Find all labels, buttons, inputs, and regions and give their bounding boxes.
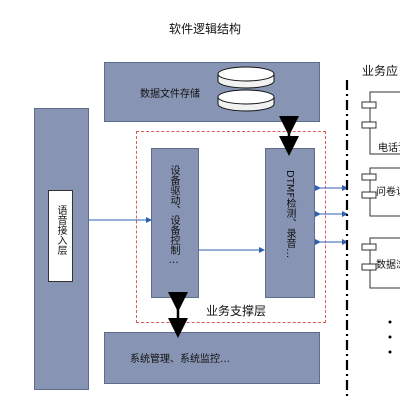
more-dot-3 (388, 350, 392, 354)
app-item-3-label: 数据浏 (376, 260, 400, 271)
more-dot-1 (388, 320, 392, 324)
business-app-header: 业务应 (362, 64, 399, 78)
app-item-2-label: 问卷访 (376, 187, 400, 198)
support-layer-label: 业务支撑层 (206, 304, 267, 318)
system-mgmt-box (104, 332, 320, 384)
app-component-2 (361, 167, 400, 217)
diagram-title: 软件逻辑结构 (168, 22, 241, 36)
voice-access-inner (48, 190, 73, 282)
app-component-3 (361, 237, 400, 289)
voice-access-label: 语音接入层 (55, 205, 66, 255)
device-driver-box (151, 148, 199, 298)
dtmf-box (265, 148, 315, 298)
dtmf-label: DTMF检测、录音… (284, 170, 295, 259)
app-item-1-label: 电话访 (378, 143, 400, 154)
device-driver-label: 设备驱动、设备控制… (168, 165, 179, 266)
storage-box (104, 62, 320, 122)
database-icon (217, 66, 275, 112)
system-mgmt-label: 系统管理、系统监控… (130, 354, 230, 365)
storage-label: 数据文件存储 (140, 89, 200, 100)
support-layer-region (136, 131, 326, 323)
app-component-1 (361, 91, 400, 155)
more-dot-2 (388, 335, 392, 339)
